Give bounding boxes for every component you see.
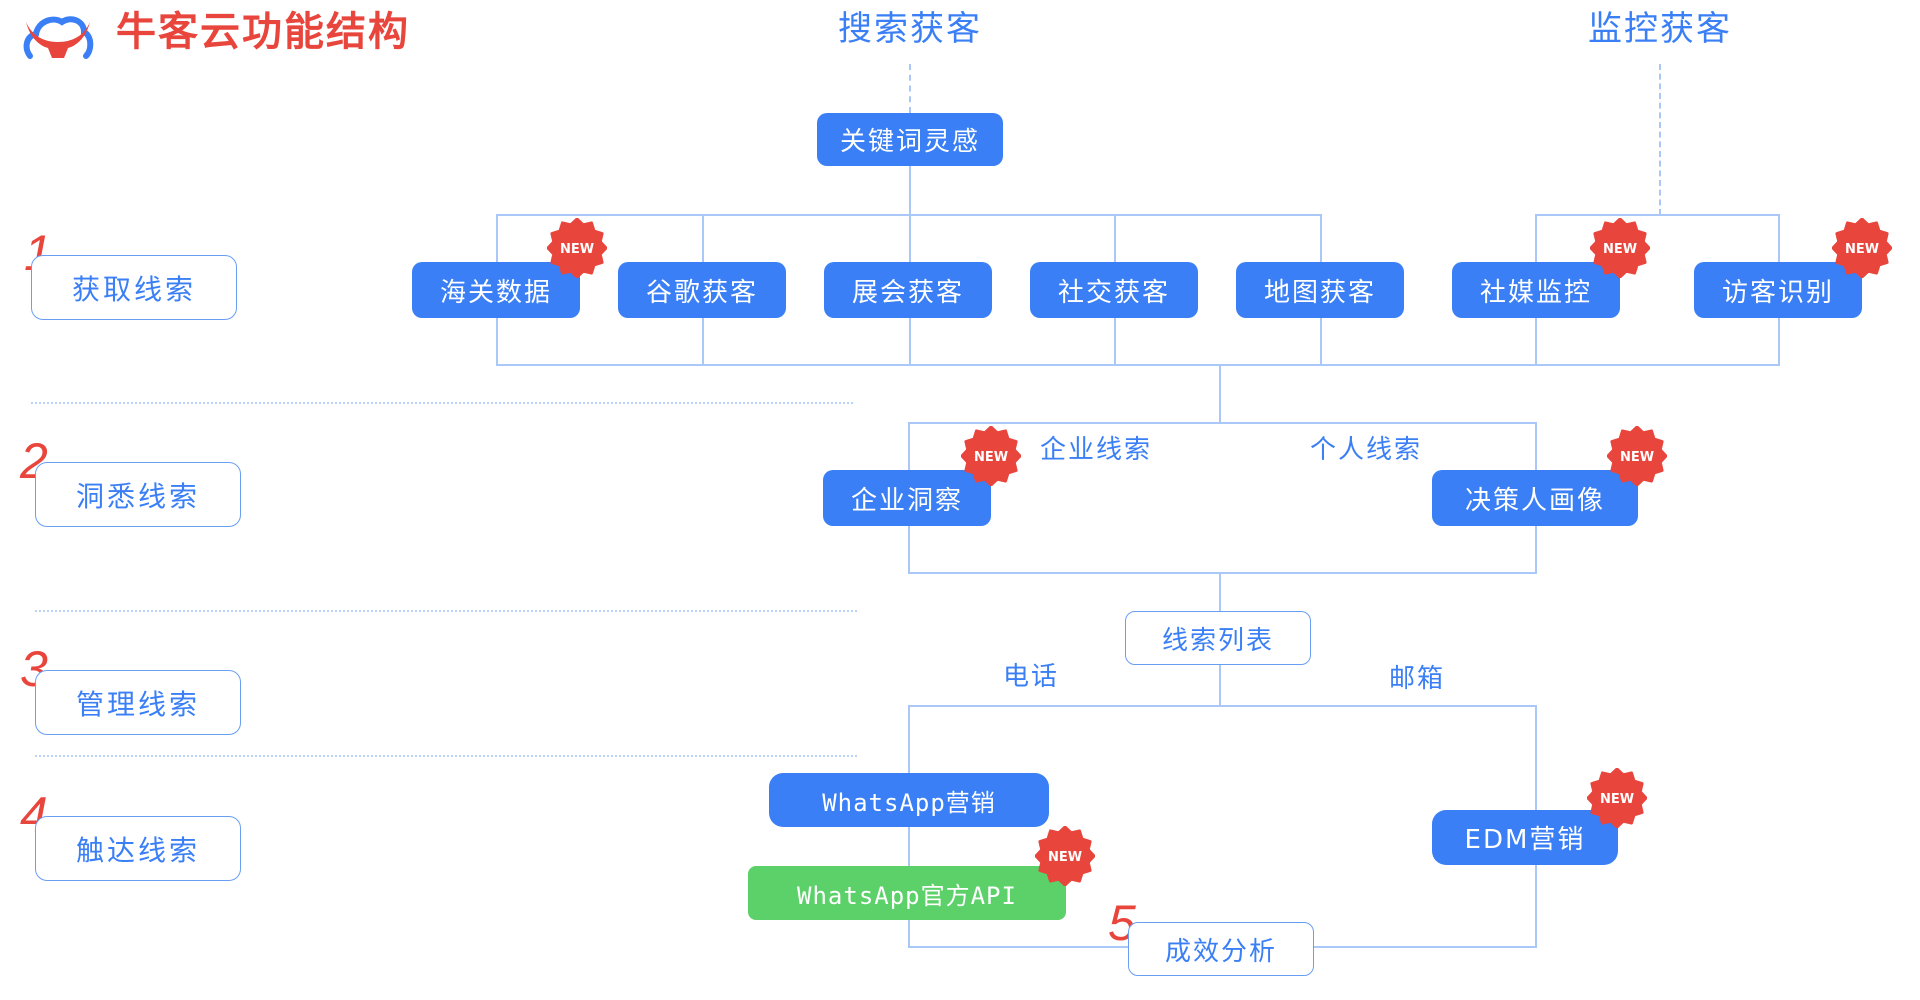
stage-insight[interactable]: 洞悉线索 [35, 462, 241, 527]
connector [908, 946, 1128, 948]
connector [702, 318, 704, 364]
connector [909, 318, 911, 364]
connector [1320, 214, 1322, 262]
new-badge: NEW [1587, 768, 1647, 828]
stage-separator [35, 755, 857, 757]
connector [1659, 64, 1661, 215]
stage-reach[interactable]: 触达线索 [35, 816, 241, 881]
node-keyword-inspiration[interactable]: 关键词灵感 [817, 113, 1003, 166]
connector [1535, 318, 1537, 364]
new-badge-text: NEW [1620, 450, 1654, 465]
connector [1219, 572, 1221, 612]
node-social-media-monitor[interactable]: 社媒监控 [1452, 262, 1620, 318]
new-badge-text: NEW [560, 242, 594, 257]
stage-label: 洞悉线索 [75, 479, 200, 513]
node-visitor-identify[interactable]: 访客识别 [1694, 262, 1862, 318]
new-badge: NEW [1035, 826, 1095, 886]
connector [496, 318, 498, 364]
stage-label: 触达线索 [75, 833, 200, 867]
connector [496, 364, 1780, 366]
new-badge-icon: NEW [1607, 426, 1667, 486]
connector [1778, 214, 1780, 262]
connector [909, 214, 911, 262]
new-badge-text: NEW [1600, 792, 1634, 807]
new-badge-icon: NEW [1590, 218, 1650, 278]
connector [909, 165, 911, 215]
connector [908, 572, 1537, 574]
new-badge: NEW [1590, 218, 1650, 278]
connector [1535, 422, 1537, 470]
connector [496, 214, 498, 262]
page-title: 牛客云功能结构 [116, 9, 410, 55]
connector [908, 705, 910, 773]
stage-acquire[interactable]: 获取线索 [31, 255, 237, 320]
node-whatsapp-marketing[interactable]: WhatsApp营销 [769, 773, 1049, 827]
connector [909, 64, 911, 113]
new-badge-icon: NEW [1587, 768, 1647, 828]
new-badge-icon: NEW [1832, 218, 1892, 278]
connector [908, 422, 910, 470]
new-badge-icon: NEW [1035, 826, 1095, 886]
connector [1535, 865, 1537, 946]
connector [702, 214, 704, 262]
node-social-acquire[interactable]: 社交获客 [1030, 262, 1198, 318]
node-lead-list[interactable]: 线索列表 [1125, 611, 1311, 665]
node-decision-maker-profile[interactable]: 决策人画像 [1432, 470, 1638, 526]
stage-label: 管理线索 [75, 687, 200, 721]
new-badge-icon: NEW [961, 426, 1021, 486]
new-badge: NEW [547, 218, 607, 278]
connector [1535, 214, 1780, 216]
connector [1314, 946, 1537, 948]
connector [1320, 318, 1322, 364]
new-badge-text: NEW [974, 450, 1008, 465]
group-title-search: 搜索获客 [838, 9, 982, 49]
stage-manage[interactable]: 管理线索 [35, 670, 241, 735]
new-badge: NEW [961, 426, 1021, 486]
edge-label-personal-leads: 个人线索 [1309, 435, 1422, 465]
edge-label-company-leads: 企业线索 [1039, 435, 1152, 465]
new-badge-icon: NEW [547, 218, 607, 278]
connector [1219, 665, 1221, 705]
stage-separator [31, 402, 853, 404]
edge-label-phone: 电话 [1002, 662, 1059, 692]
connector [908, 827, 910, 866]
connector [1535, 705, 1537, 810]
new-badge-text: NEW [1603, 242, 1637, 257]
node-company-insight[interactable]: 企业洞察 [823, 470, 991, 526]
new-badge-text: NEW [1048, 850, 1082, 865]
connector [1535, 214, 1537, 262]
node-performance-analysis[interactable]: 成效分析 [1128, 922, 1314, 976]
connector [1219, 364, 1221, 422]
new-badge: NEW [1832, 218, 1892, 278]
connector [1114, 214, 1116, 262]
connector [908, 422, 1537, 424]
stage-separator [35, 610, 857, 612]
connector [1778, 318, 1780, 364]
node-exhibition-acquire[interactable]: 展会获客 [824, 262, 992, 318]
edge-label-email: 邮箱 [1388, 664, 1445, 694]
connector [1114, 318, 1116, 364]
group-title-monitor: 监控获客 [1588, 9, 1732, 49]
node-whatsapp-official-api[interactable]: WhatsApp官方API [748, 866, 1066, 920]
node-customs-data[interactable]: 海关数据 [412, 262, 580, 318]
logo-icon [22, 12, 94, 60]
connector [908, 705, 1537, 707]
node-google-acquire[interactable]: 谷歌获客 [618, 262, 786, 318]
connector [908, 920, 910, 946]
node-map-acquire[interactable]: 地图获客 [1236, 262, 1404, 318]
connector [908, 526, 910, 572]
new-badge: NEW [1607, 426, 1667, 486]
node-edm-marketing[interactable]: EDM营销 [1432, 810, 1618, 865]
connector [1535, 526, 1537, 572]
new-badge-text: NEW [1845, 242, 1879, 257]
stage-label: 获取线索 [71, 272, 196, 306]
